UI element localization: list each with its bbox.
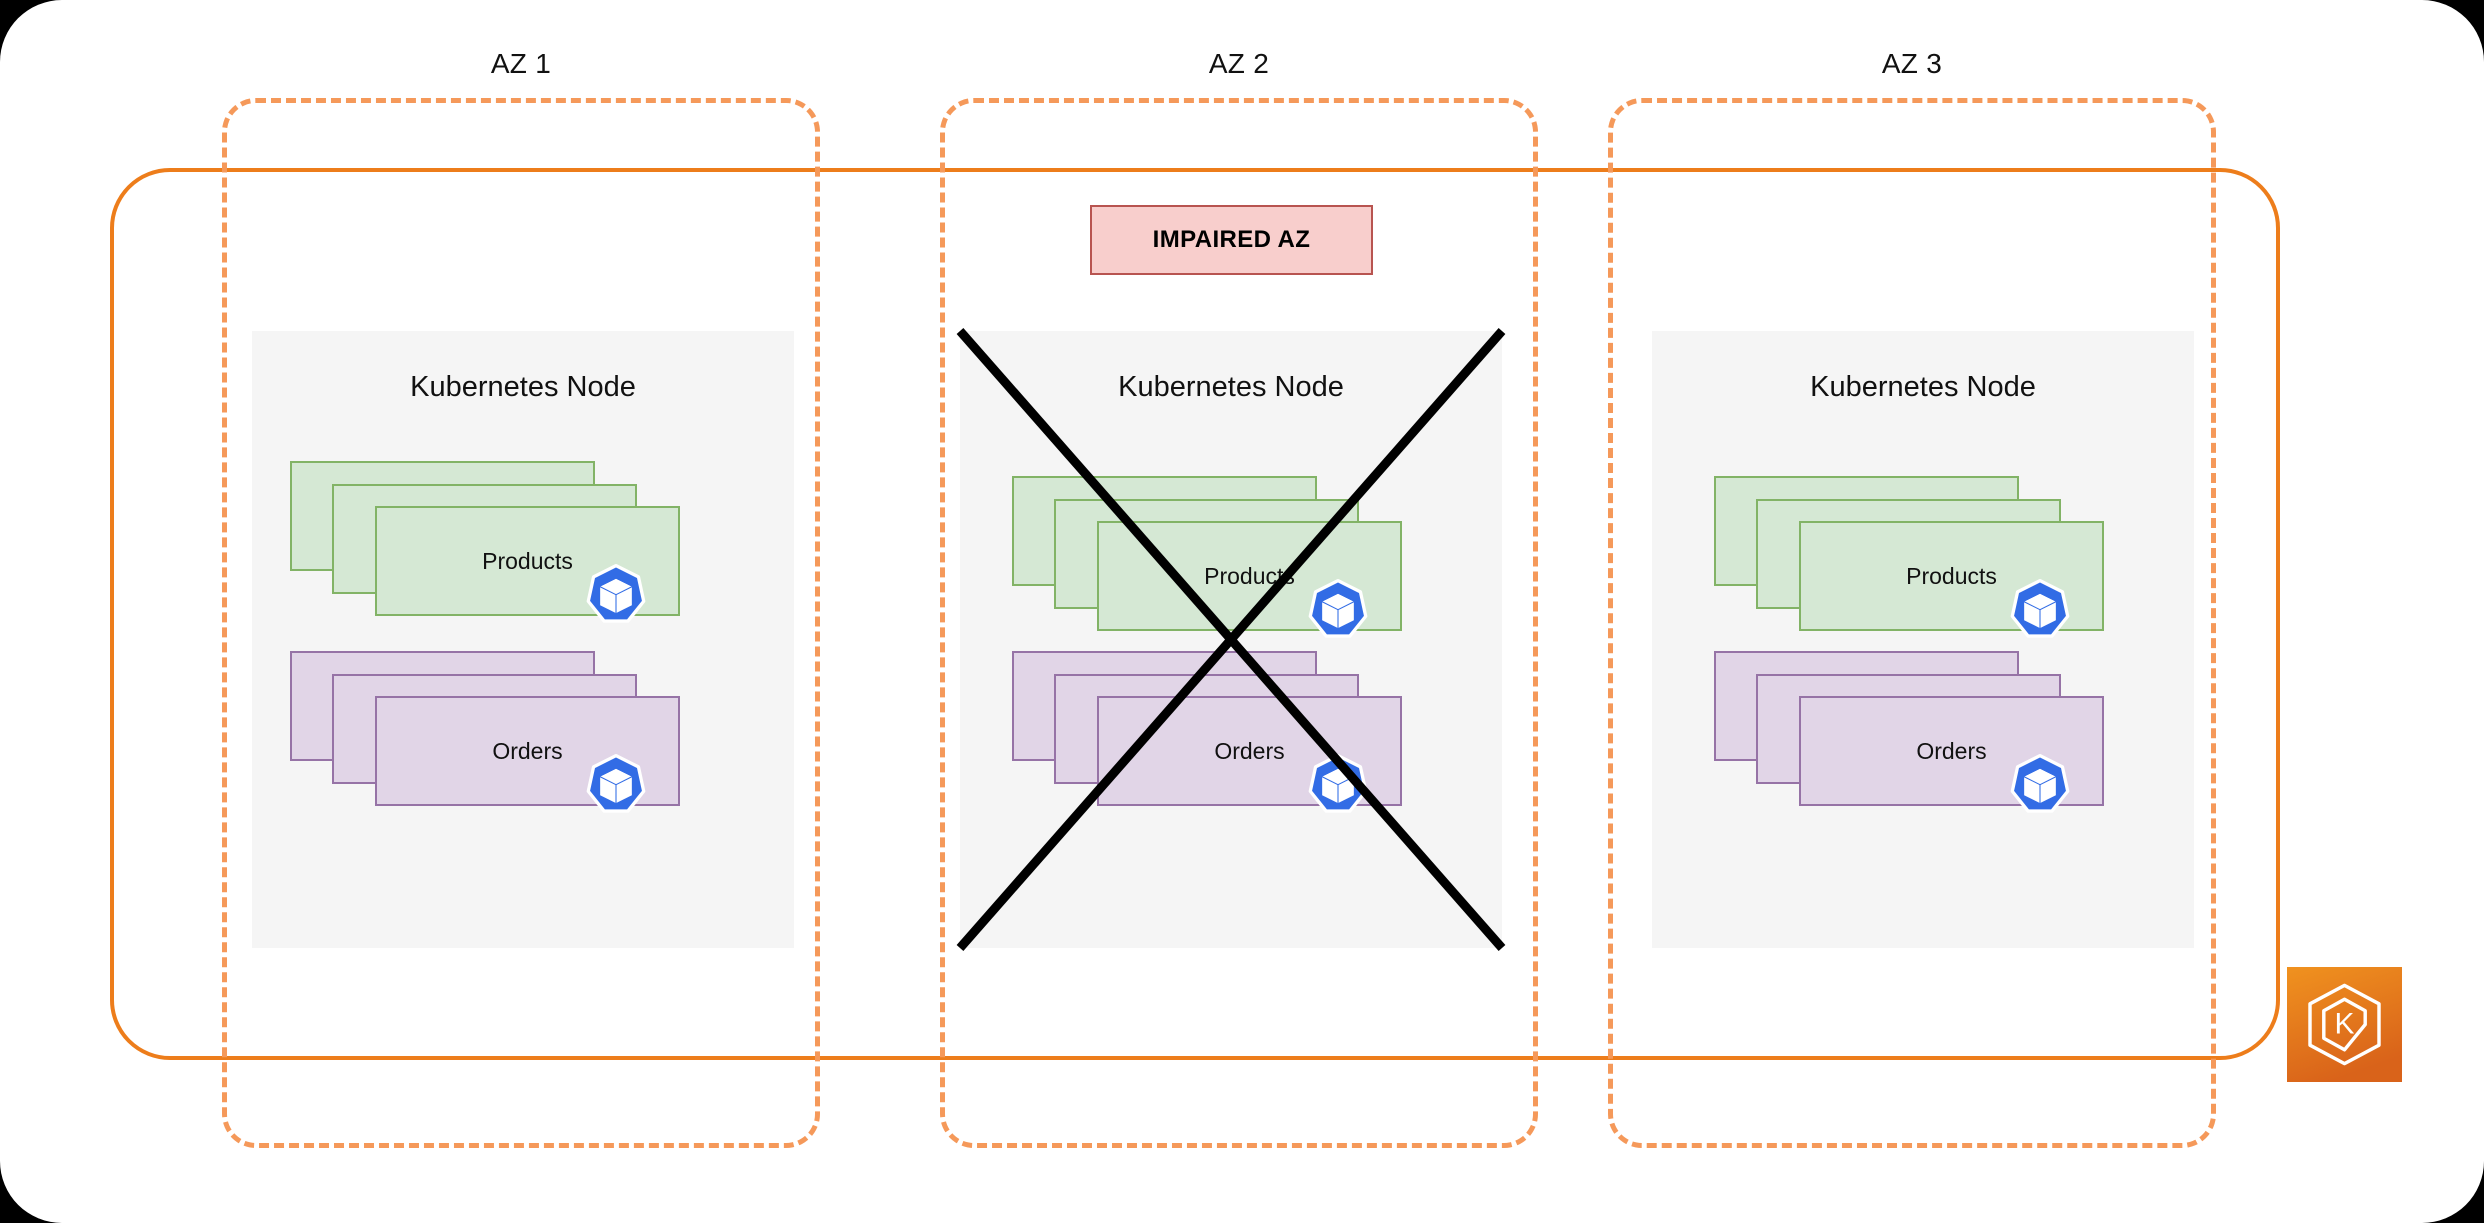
aws-eks-icon: K bbox=[2287, 967, 2402, 1082]
kubernetes-icon bbox=[583, 563, 649, 629]
kubernetes-node-az2-title: Kubernetes Node bbox=[1118, 371, 1344, 403]
pod-stack-label: Orders bbox=[1916, 737, 1987, 764]
pod-stack-products-az1: Products bbox=[290, 461, 680, 623]
kubernetes-node-az1-title: Kubernetes Node bbox=[410, 371, 636, 403]
kubernetes-icon bbox=[583, 753, 649, 819]
kubernetes-icon bbox=[1305, 753, 1371, 819]
pod-stack-orders-az3: Orders bbox=[1714, 651, 2104, 813]
kubernetes-icon bbox=[1305, 578, 1371, 644]
availability-zone-1-boundary bbox=[222, 98, 820, 1148]
pod-stack-orders-az2: Orders bbox=[1012, 651, 1402, 813]
pod-stack-products-az2: Products bbox=[1012, 476, 1402, 638]
kubernetes-node-az3: Kubernetes Node Products bbox=[1652, 331, 2194, 948]
pod-stack-products-az3: Products bbox=[1714, 476, 2104, 638]
availability-zone-1-label: AZ 1 bbox=[490, 48, 552, 79]
pod-stack-label: Orders bbox=[492, 737, 563, 764]
availability-zone-3-boundary bbox=[1608, 98, 2216, 1148]
kubernetes-node-az1: Kubernetes Node Products bbox=[252, 331, 794, 948]
pod-stack-orders-az1: Orders bbox=[290, 651, 680, 813]
availability-zone-2-boundary bbox=[940, 98, 1538, 1148]
impaired-az-badge: IMPAIRED AZ bbox=[1090, 205, 1373, 275]
kubernetes-node-az2: Kubernetes Node Products bbox=[960, 331, 1502, 948]
kubernetes-node-az3-title: Kubernetes Node bbox=[1810, 371, 2036, 403]
kubernetes-icon bbox=[2007, 578, 2073, 644]
pod-stack-label: Products bbox=[1906, 562, 1997, 589]
svg-text:K: K bbox=[2335, 1008, 2355, 1041]
availability-zone-2-label: AZ 2 bbox=[1208, 48, 1270, 79]
vpc-boundary bbox=[110, 168, 2280, 1060]
pod-stack-label: Products bbox=[482, 547, 573, 574]
availability-zone-3-label: AZ 3 bbox=[1881, 48, 1943, 79]
kubernetes-icon bbox=[2007, 753, 2073, 819]
